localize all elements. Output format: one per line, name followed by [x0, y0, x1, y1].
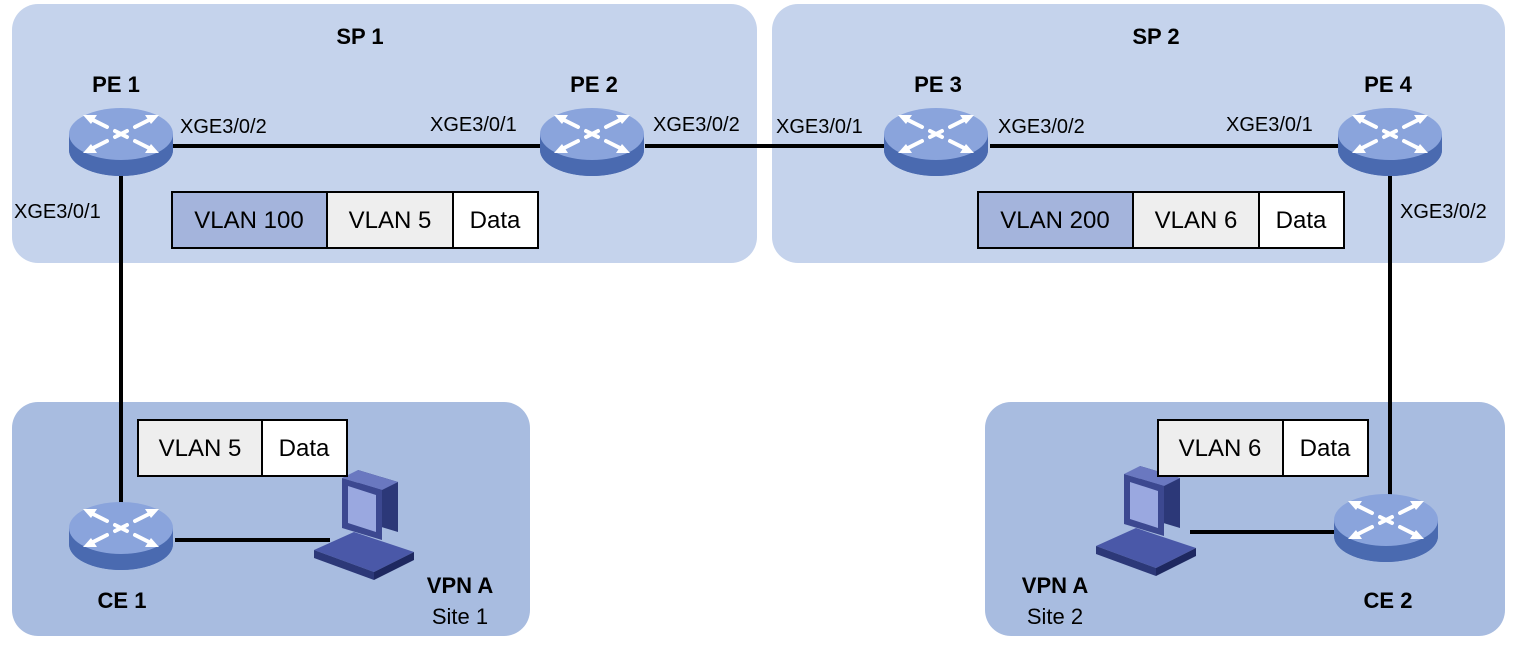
port-label-pe3-left: XGE3/0/1 [776, 116, 863, 138]
router-icon-pe1 [67, 106, 175, 178]
frame-sp1-outer-vlan [171, 191, 328, 249]
frame-site1: VLAN 5 Data [137, 419, 348, 477]
site2-vpn-label: VPN A [1022, 573, 1089, 598]
port-label-pe1-down: XGE3/0/1 [14, 201, 101, 223]
pe4-label: PE 4 [1364, 72, 1412, 97]
ce1-label: CE 1 [98, 588, 147, 613]
frame-site2-vlan [1157, 419, 1284, 477]
router-icon-pe4 [1336, 106, 1444, 178]
sp1-title: SP 1 [336, 24, 383, 49]
frame-sp1: VLAN 100 VLAN 5 Data [171, 191, 539, 249]
router-icon-ce1 [67, 500, 175, 572]
port-label-pe4-left: XGE3/0/1 [1226, 114, 1313, 136]
pe1-label: PE 1 [92, 72, 140, 97]
frame-site2-field-2: Data [1300, 435, 1351, 462]
frame-site2-data [1282, 419, 1369, 477]
frame-sp2-field-1: VLAN 200 [1000, 207, 1109, 234]
ce2-label: CE 2 [1364, 588, 1413, 613]
frame-site1-field-1: VLAN 5 [159, 435, 242, 462]
frame-site1-field-2: Data [279, 435, 330, 462]
sp2-title: SP 2 [1132, 24, 1179, 49]
frame-sp2-inner-vlan [1132, 191, 1260, 249]
frame-sp2-field-3: Data [1276, 207, 1327, 234]
site1-vpn-label: VPN A [427, 573, 494, 598]
frame-site2: VLAN 6 Data [1157, 419, 1369, 477]
pe2-label: PE 2 [570, 72, 618, 97]
frame-sp2-data [1258, 191, 1345, 249]
port-label-pe4-down: XGE3/0/2 [1400, 201, 1487, 223]
frame-sp2: VLAN 200 VLAN 6 Data [977, 191, 1345, 249]
links [119, 144, 1392, 542]
frame-sp1-data [452, 191, 539, 249]
frame-sp1-field-3: Data [470, 207, 521, 234]
frame-site1-data [261, 419, 348, 477]
router-icon-pe2 [538, 106, 646, 178]
port-label-pe2-right: XGE3/0/2 [653, 114, 740, 136]
frame-site2-field-1: VLAN 6 [1179, 435, 1262, 462]
port-label-pe1-right: XGE3/0/2 [180, 116, 267, 138]
port-label-pe2-left: XGE3/0/1 [430, 114, 517, 136]
frame-site1-vlan [137, 419, 263, 477]
frame-sp1-field-2: VLAN 5 [349, 207, 432, 234]
site1-name-label: Site 1 [432, 604, 488, 629]
frame-sp1-field-1: VLAN 100 [194, 207, 303, 234]
frame-sp2-field-2: VLAN 6 [1155, 207, 1238, 234]
router-icon-ce2 [1332, 492, 1440, 564]
site2-name-label: Site 2 [1027, 604, 1083, 629]
port-label-pe3-right: XGE3/0/2 [998, 116, 1085, 138]
router-icon-pe3 [882, 106, 990, 178]
site2-region [985, 402, 1505, 636]
pe3-label: PE 3 [914, 72, 962, 97]
